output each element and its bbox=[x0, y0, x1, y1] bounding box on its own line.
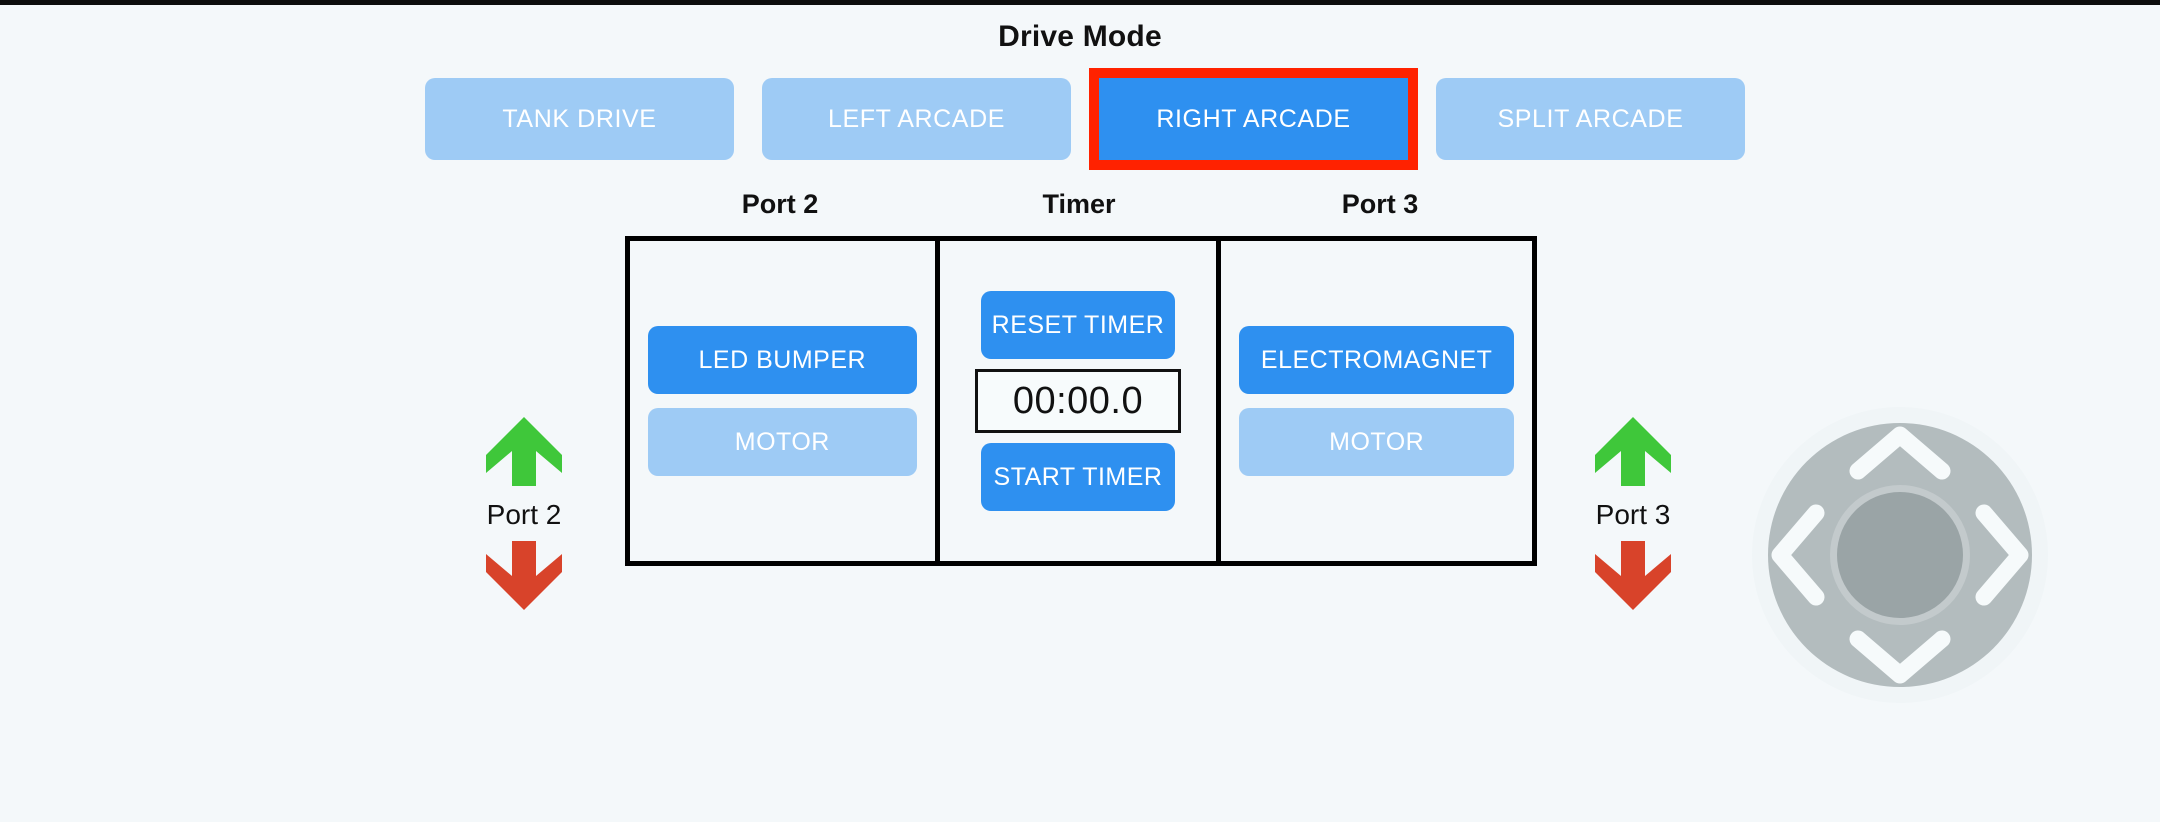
drive-mode-button-group: TANK DRIVE LEFT ARCADE RIGHT ARCADE SPLI… bbox=[425, 68, 1745, 170]
arrow-up-icon[interactable] bbox=[1594, 415, 1672, 488]
port3-arrow-label: Port 3 bbox=[1595, 499, 1671, 530]
control-panel: LED BUMPER MOTOR RESET TIMER 00:00.0 STA… bbox=[625, 236, 1537, 566]
chevron-right-icon[interactable] bbox=[1975, 504, 2029, 606]
chevron-down-icon[interactable] bbox=[1849, 630, 1951, 684]
port2-led-bumper-button[interactable]: LED BUMPER bbox=[648, 326, 917, 394]
drive-mode-right-arcade[interactable]: RIGHT ARCADE bbox=[1089, 68, 1418, 170]
column-header-timer: Timer bbox=[1042, 188, 1116, 219]
drive-mode-tank-drive[interactable]: TANK DRIVE bbox=[425, 78, 734, 160]
column-header-port3: Port 3 bbox=[1341, 188, 1419, 219]
port3-arrow-control: Port 3 bbox=[1548, 415, 1718, 612]
reset-timer-button[interactable]: RESET TIMER bbox=[981, 291, 1175, 359]
port2-motor-button[interactable]: MOTOR bbox=[648, 408, 917, 476]
chevron-up-icon[interactable] bbox=[1849, 426, 1951, 480]
column-header-port2: Port 2 bbox=[741, 188, 819, 219]
timer-column: RESET TIMER 00:00.0 START TIMER bbox=[934, 241, 1222, 561]
port2-arrow-label: Port 2 bbox=[486, 499, 562, 530]
port2-arrow-control: Port 2 bbox=[439, 415, 609, 612]
timer-stack: RESET TIMER 00:00.0 START TIMER bbox=[958, 291, 1199, 511]
arrow-down-icon[interactable] bbox=[1594, 539, 1672, 612]
top-strip bbox=[0, 0, 2160, 5]
port3-motor-button[interactable]: MOTOR bbox=[1239, 408, 1514, 476]
drive-mode-left-arcade[interactable]: LEFT ARCADE bbox=[762, 78, 1071, 160]
chevron-left-icon[interactable] bbox=[1771, 504, 1825, 606]
start-timer-button[interactable]: START TIMER bbox=[981, 443, 1175, 511]
arrow-up-icon[interactable] bbox=[485, 415, 563, 488]
panel-column-headers: Port 2 Timer Port 3 bbox=[625, 188, 1537, 220]
drive-mode-title: Drive Mode bbox=[998, 20, 1162, 53]
port3-electromagnet-button[interactable]: ELECTROMAGNET bbox=[1239, 326, 1514, 394]
dpad-center[interactable] bbox=[1837, 492, 1963, 618]
dpad-control[interactable] bbox=[1750, 405, 2050, 705]
drive-mode-split-arcade[interactable]: SPLIT ARCADE bbox=[1436, 78, 1745, 160]
port2-column: LED BUMPER MOTOR bbox=[630, 241, 935, 561]
port3-column: ELECTROMAGNET MOTOR bbox=[1221, 241, 1532, 561]
arrow-down-icon[interactable] bbox=[485, 539, 563, 612]
timer-display: 00:00.0 bbox=[975, 369, 1181, 433]
